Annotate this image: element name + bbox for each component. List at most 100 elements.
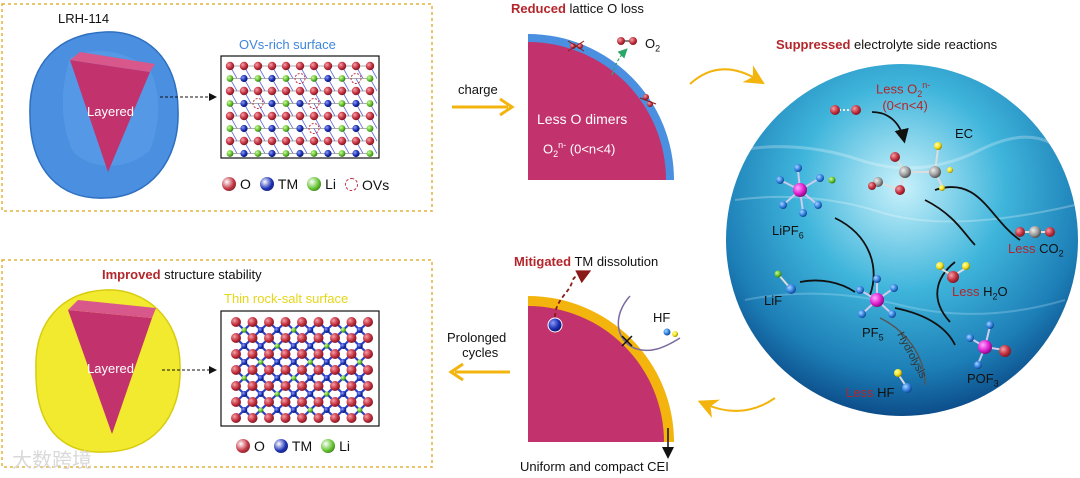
- lipf6-label: LiPF6: [772, 223, 804, 241]
- oxygen-atom: [247, 349, 258, 359]
- tm-atom: [257, 375, 264, 381]
- oxygen-atom: [346, 381, 357, 391]
- oxygen-atom: [247, 381, 258, 391]
- oxygen-atom: [297, 317, 307, 327]
- tm-atom: [307, 343, 314, 349]
- li-atom: [324, 343, 330, 349]
- oxygen-vacancy: [252, 98, 264, 109]
- oxygen-atom: [225, 86, 235, 96]
- pof3-molecule: [966, 321, 1011, 369]
- tm-atom: [307, 327, 314, 333]
- pf5-molecule: [856, 275, 898, 318]
- o-legend-marker: [236, 439, 250, 453]
- li-atom: [282, 100, 290, 107]
- lipf6-molecule: [776, 164, 836, 217]
- oxygen-atom: [365, 61, 375, 71]
- tm-atom: [323, 407, 330, 413]
- tm-atom: [352, 124, 360, 133]
- oxygen-atom: [313, 397, 324, 407]
- li-legend-marker: [307, 177, 322, 191]
- oxygen-atom: [264, 413, 274, 423]
- charge-label: charge: [458, 82, 498, 97]
- oxygen-atom: [253, 61, 263, 71]
- tm-atom: [340, 343, 347, 349]
- tm-ion-dissolution: [547, 270, 592, 333]
- li-atom: [338, 150, 346, 157]
- reaction-paths: [799, 111, 1021, 346]
- li-atom: [366, 125, 374, 132]
- tm-atom: [296, 124, 304, 133]
- oxygen-atom: [264, 365, 274, 375]
- oxygen-atom: [280, 349, 291, 359]
- oxygen-atom: [295, 111, 305, 121]
- oxygen-atom: [313, 365, 324, 375]
- oxygen-vacancy: [294, 73, 306, 84]
- panel-top-left-frame: [1, 3, 433, 212]
- oxygen-atom: [225, 136, 235, 146]
- li-atom: [366, 100, 374, 107]
- center-bottom-title: Mitigated TM dissolution: [514, 254, 659, 269]
- li-atom: [282, 150, 290, 157]
- oxygen-atom: [264, 397, 274, 407]
- cathode-slice-top: [528, 34, 674, 180]
- ec-label: EC: [955, 126, 974, 141]
- tm-atom: [274, 407, 281, 413]
- flow-arc-top: [689, 65, 765, 85]
- oxygen-atom: [309, 111, 319, 121]
- tm-atom: [340, 407, 347, 413]
- oxygen-atom: [323, 61, 333, 71]
- tm-atom: [268, 124, 276, 133]
- rocksalt-surface-label: Thin rock-salt surface: [224, 291, 349, 306]
- oxygen-atom: [351, 61, 361, 71]
- core-label-top: Layered: [87, 104, 134, 119]
- li-atom: [340, 327, 346, 333]
- center-top-title: Reduced lattice O loss: [511, 1, 644, 16]
- oxygen-atom: [365, 136, 375, 146]
- pof3-label: POF3: [967, 371, 999, 389]
- o2n-range-label: O2n- (0<n<4): [543, 140, 616, 159]
- li-atom: [338, 100, 346, 107]
- oxygen-vacancy: [350, 73, 362, 84]
- oxygen-atom: [330, 381, 340, 391]
- oxygen-atom: [363, 349, 373, 359]
- tm-atom: [352, 149, 360, 158]
- oxygen-atom: [330, 333, 340, 343]
- oxygen-atom: [264, 317, 274, 327]
- oxygen-atom: [239, 61, 249, 71]
- li-atom: [282, 75, 290, 82]
- tm-atom: [290, 407, 297, 413]
- li-atom: [254, 125, 262, 132]
- tm-atom: [324, 99, 332, 108]
- oxygen-atom: [280, 381, 291, 391]
- tm-atom: [290, 343, 297, 349]
- oxygen-atom: [239, 111, 249, 121]
- oxygen-atom: [365, 111, 375, 121]
- li-atom: [226, 100, 234, 107]
- tm-atom: [356, 375, 363, 381]
- cei-label: Uniform and compact CEI: [520, 459, 669, 474]
- li-atom: [366, 75, 374, 82]
- legend-label: TM: [277, 176, 299, 192]
- li-atom: [258, 407, 264, 413]
- oxygen-atom: [351, 111, 361, 121]
- oxygen-atom: [280, 333, 291, 343]
- li-atom: [338, 75, 346, 82]
- oxygen-atom: [231, 365, 241, 375]
- oxygen-atom: [313, 413, 324, 423]
- cathode-slice-bottom: [528, 296, 674, 442]
- oxygen-atom: [323, 136, 333, 146]
- oxygen-atom: [297, 349, 307, 359]
- tm-atom: [356, 343, 363, 349]
- li-atom: [310, 150, 318, 157]
- oxygen-atom: [247, 413, 258, 423]
- tm-atom: [290, 359, 297, 365]
- watermark: 大数跨境: [12, 448, 92, 472]
- oxygen-vacancy: [308, 123, 320, 134]
- tm-atom: [340, 359, 347, 365]
- oxygen-atom: [295, 86, 305, 96]
- tm-atom: [356, 327, 363, 333]
- lrh-particle-ovs: [29, 31, 179, 199]
- oxygen-atom: [313, 349, 324, 359]
